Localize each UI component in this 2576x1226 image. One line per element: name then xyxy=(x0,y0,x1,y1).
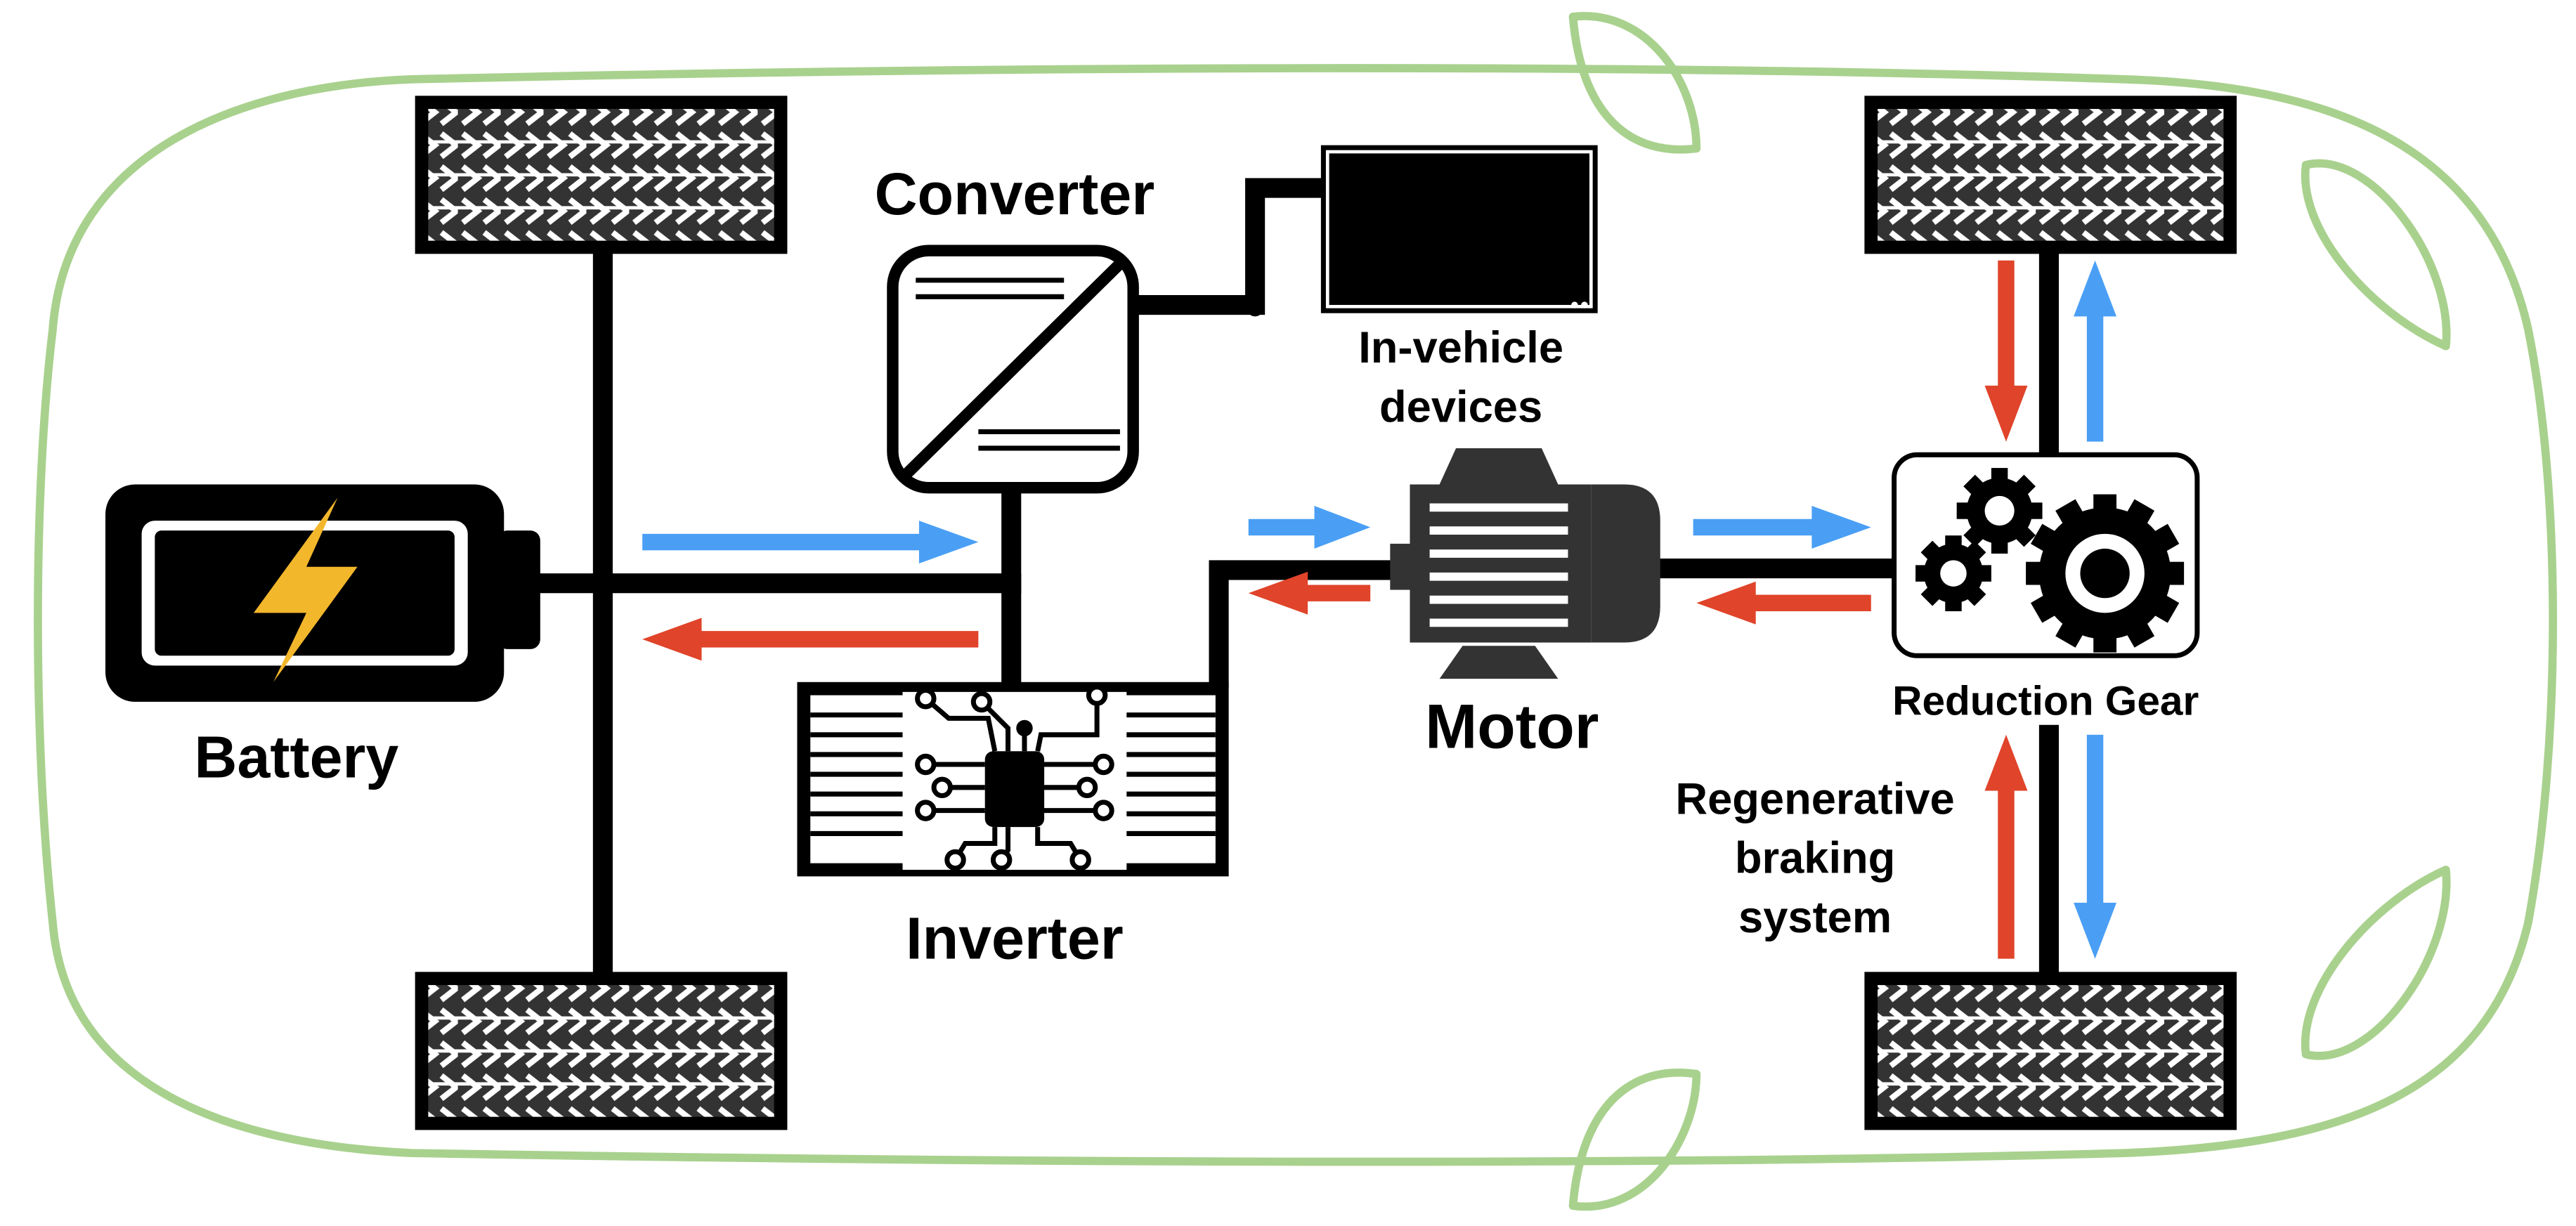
tire-front-left-icon xyxy=(415,96,788,254)
regen-label-line2: braking xyxy=(1735,834,1896,883)
arrow-front-wheel-to-gear xyxy=(1984,260,2028,442)
tire-rear-right-icon xyxy=(1864,972,2237,1130)
motor-label: Motor xyxy=(1425,691,1599,762)
arrow-gear-to-motor xyxy=(1696,581,1871,625)
arrow-inverter-to-battery xyxy=(642,618,979,661)
wiring xyxy=(520,178,2059,991)
screen-icon xyxy=(1320,145,1598,313)
arrow-rear-wheel-to-gear xyxy=(1984,734,2028,959)
motor-icon xyxy=(1390,448,1660,679)
arrow-gear-to-front-wheel xyxy=(2074,260,2117,442)
converter-icon xyxy=(887,244,1139,494)
tire-front-right-icon xyxy=(1864,96,2237,254)
arrow-inverter-to-motor xyxy=(1248,505,1371,549)
reduction-gear-label: Reduction Gear xyxy=(1892,679,2199,724)
arrow-battery-to-inverter xyxy=(642,521,979,564)
bolt-icon xyxy=(253,497,358,682)
in-vehicle-devices-label-line1: In-vehicle xyxy=(1358,323,1563,372)
power-flow-regen-arrows xyxy=(642,260,2028,959)
converter-label: Converter xyxy=(875,161,1155,227)
battery-icon xyxy=(105,484,540,702)
tire-rear-left-icon xyxy=(415,972,788,1130)
car-outline xyxy=(34,12,2558,1211)
arrow-motor-to-gear xyxy=(1693,505,1871,549)
arrow-gear-to-rear-wheel xyxy=(2074,734,2117,959)
arrow-motor-to-inverter xyxy=(1248,571,1371,615)
inverter-icon xyxy=(797,682,1229,877)
in-vehicle-devices-label-line2: devices xyxy=(1379,382,1542,431)
battery-label: Battery xyxy=(195,724,399,790)
power-flow-forward-arrows xyxy=(642,260,2117,959)
inverter-label: Inverter xyxy=(906,906,1124,972)
regen-label-line1: Regenerative xyxy=(1675,774,1954,823)
regen-label-line3: system xyxy=(1738,893,1892,942)
gears-icon xyxy=(1892,452,2200,658)
